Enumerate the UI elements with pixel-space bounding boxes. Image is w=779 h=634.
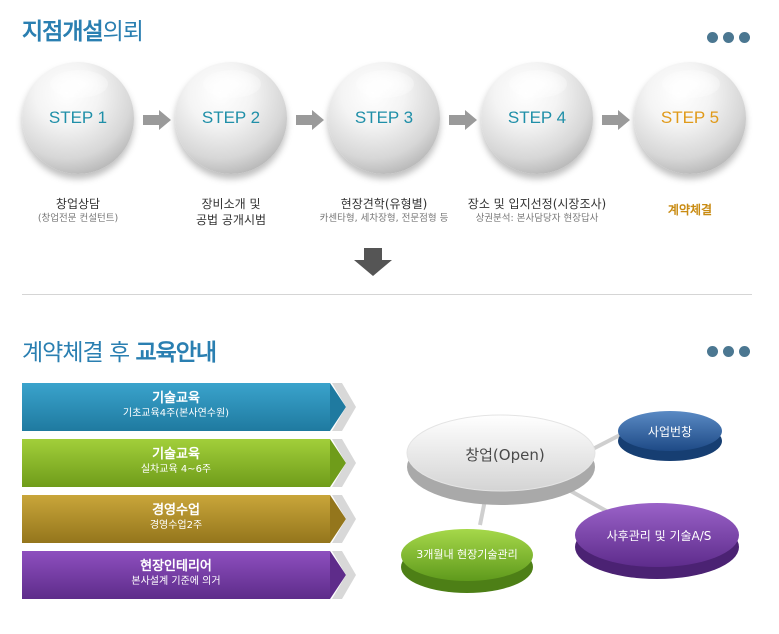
disc-right — [575, 503, 739, 567]
disc-right-label: 사후관리 및 기술A/S — [606, 529, 712, 543]
step-3-label: STEP 3 — [354, 108, 414, 127]
step-2-ball: STEP 2 — [175, 62, 287, 174]
step-5-caption: 계약체결 — [667, 203, 713, 217]
dot-icon — [707, 32, 718, 43]
chevron-right-icon — [332, 383, 356, 431]
step-2-caption: 장비소개 및 — [201, 197, 261, 211]
bar-title: 경영수업 — [152, 503, 200, 518]
step-arrow-icon — [296, 110, 324, 130]
bar-sub: 경영수업2주 — [149, 520, 203, 531]
bar-sub: 기초교육4주(본사연수원) — [122, 408, 230, 419]
down-arrow-icon — [354, 248, 392, 276]
more-dots-icon[interactable] — [707, 32, 750, 43]
step-arrow-icon — [449, 110, 477, 130]
disc-top-label: 사업번창 — [647, 425, 693, 439]
education-bar-management: 경영수업 경영수업2주 — [22, 495, 346, 543]
step-arrow-icon — [602, 110, 630, 130]
dot-icon — [707, 346, 718, 357]
step-2-caption-line2: 공법 공개시범 — [195, 213, 267, 227]
disc-left — [401, 529, 533, 581]
bar-title: 기술교육 — [152, 447, 200, 462]
bar-title: 기술교육 — [152, 391, 200, 406]
education-bar-interior: 현장인테리어 본사설계 기준에 의거 — [22, 551, 346, 599]
step-4-ball: STEP 4 — [481, 62, 593, 174]
step-3-ball: STEP 3 — [328, 62, 440, 174]
title-bold: 교육안내 — [135, 340, 217, 366]
disc-main-label: 창업(Open) — [465, 446, 545, 464]
chevron-right-icon — [332, 439, 356, 487]
step-3-caption: 현장견학(유형별) — [340, 197, 428, 211]
education-bar-basic: 기술교육 기초교육4주(본사연수원) — [22, 383, 346, 431]
more-dots-icon[interactable] — [707, 346, 750, 357]
disc-top — [618, 411, 722, 451]
step-4-sub: 상권분석: 본사담당자 현장답사 — [475, 213, 599, 224]
step-3-sub: 카센타형, 세차장형, 전문점형 등 — [319, 213, 449, 224]
step-1-label: STEP 1 — [48, 108, 108, 127]
title-light: 의뢰 — [102, 19, 144, 45]
section-title-education: 계약체결 후 교육안내 — [22, 333, 217, 367]
step-2-label: STEP 2 — [201, 108, 261, 127]
bar-sub: 본사설계 기준에 의거 — [131, 576, 221, 587]
step-arrow-icon — [143, 110, 171, 130]
section-title-branch-opening: 지점개설의뢰 — [22, 12, 144, 46]
step-5-ball: STEP 5 — [634, 62, 746, 174]
education-bar-practice: 기술교육 실차교육 4~6주 — [22, 439, 346, 487]
step-4-caption: 장소 및 입지선정(시장조사) — [467, 197, 607, 211]
step-1-ball: STEP 1 — [22, 62, 134, 174]
step-4-label: STEP 4 — [507, 108, 567, 127]
dot-icon — [739, 32, 750, 43]
step-5-label: STEP 5 — [660, 108, 720, 127]
chevron-right-icon — [332, 495, 356, 543]
dot-icon — [723, 32, 734, 43]
dot-icon — [739, 346, 750, 357]
bar-title: 현장인테리어 — [140, 559, 212, 574]
chevron-right-icon — [332, 551, 356, 599]
dot-icon — [723, 346, 734, 357]
disc-main — [406, 414, 596, 492]
step-1-sub: (창업전문 컨설턴트) — [37, 213, 119, 224]
title-bold: 지점개설 — [22, 19, 104, 45]
outcome-disc-diagram — [401, 411, 739, 593]
step-1-caption: 창업상담 — [55, 197, 101, 211]
bar-sub: 실차교육 4~6주 — [140, 464, 212, 475]
title-light: 계약체결 후 — [22, 340, 136, 366]
disc-left-label: 3개월내 현장기술관리 — [416, 548, 518, 561]
section-divider — [22, 294, 752, 295]
